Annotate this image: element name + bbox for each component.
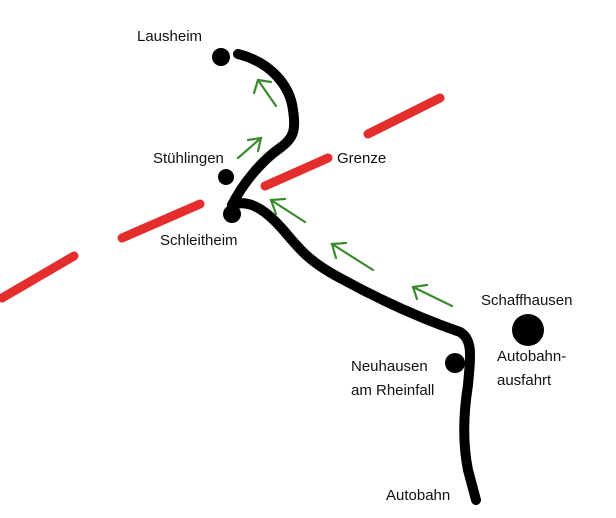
label-schaffhausen: Schaffhausen	[481, 292, 573, 309]
border-dash	[363, 93, 445, 139]
label-motorway: Autobahn	[386, 487, 451, 504]
direction-arrows	[236, 78, 454, 308]
border-dash	[0, 251, 79, 303]
label-border: Grenze	[337, 150, 387, 167]
road-route	[227, 49, 481, 505]
place-markers	[212, 48, 544, 373]
label-stuehlingen: Stühlingen	[153, 150, 224, 167]
marker-neuhausen	[445, 353, 465, 373]
marker-schaffhausen	[512, 314, 544, 346]
label-schleitheim: Schleitheim	[160, 232, 238, 249]
arrow-icon	[252, 78, 278, 108]
border-line	[0, 93, 445, 303]
label-neuhausen-line1: Neuhausen	[351, 358, 428, 375]
marker-schleitheim	[223, 205, 241, 223]
marker-lausheim	[212, 48, 230, 66]
border-dash	[260, 153, 333, 191]
arrow-icon	[236, 136, 263, 160]
label-exit-line1: Autobahn-	[497, 348, 567, 365]
marker-stuehlingen	[218, 169, 234, 185]
arrow-icon	[411, 283, 454, 308]
arrow-icon	[269, 197, 307, 224]
border-dash	[117, 199, 205, 243]
label-lausheim: Lausheim	[137, 28, 203, 45]
label-exit-line2: ausfahrt	[497, 372, 552, 389]
arrow-icon	[330, 241, 375, 272]
label-neuhausen-line2: am Rheinfall	[351, 382, 435, 399]
